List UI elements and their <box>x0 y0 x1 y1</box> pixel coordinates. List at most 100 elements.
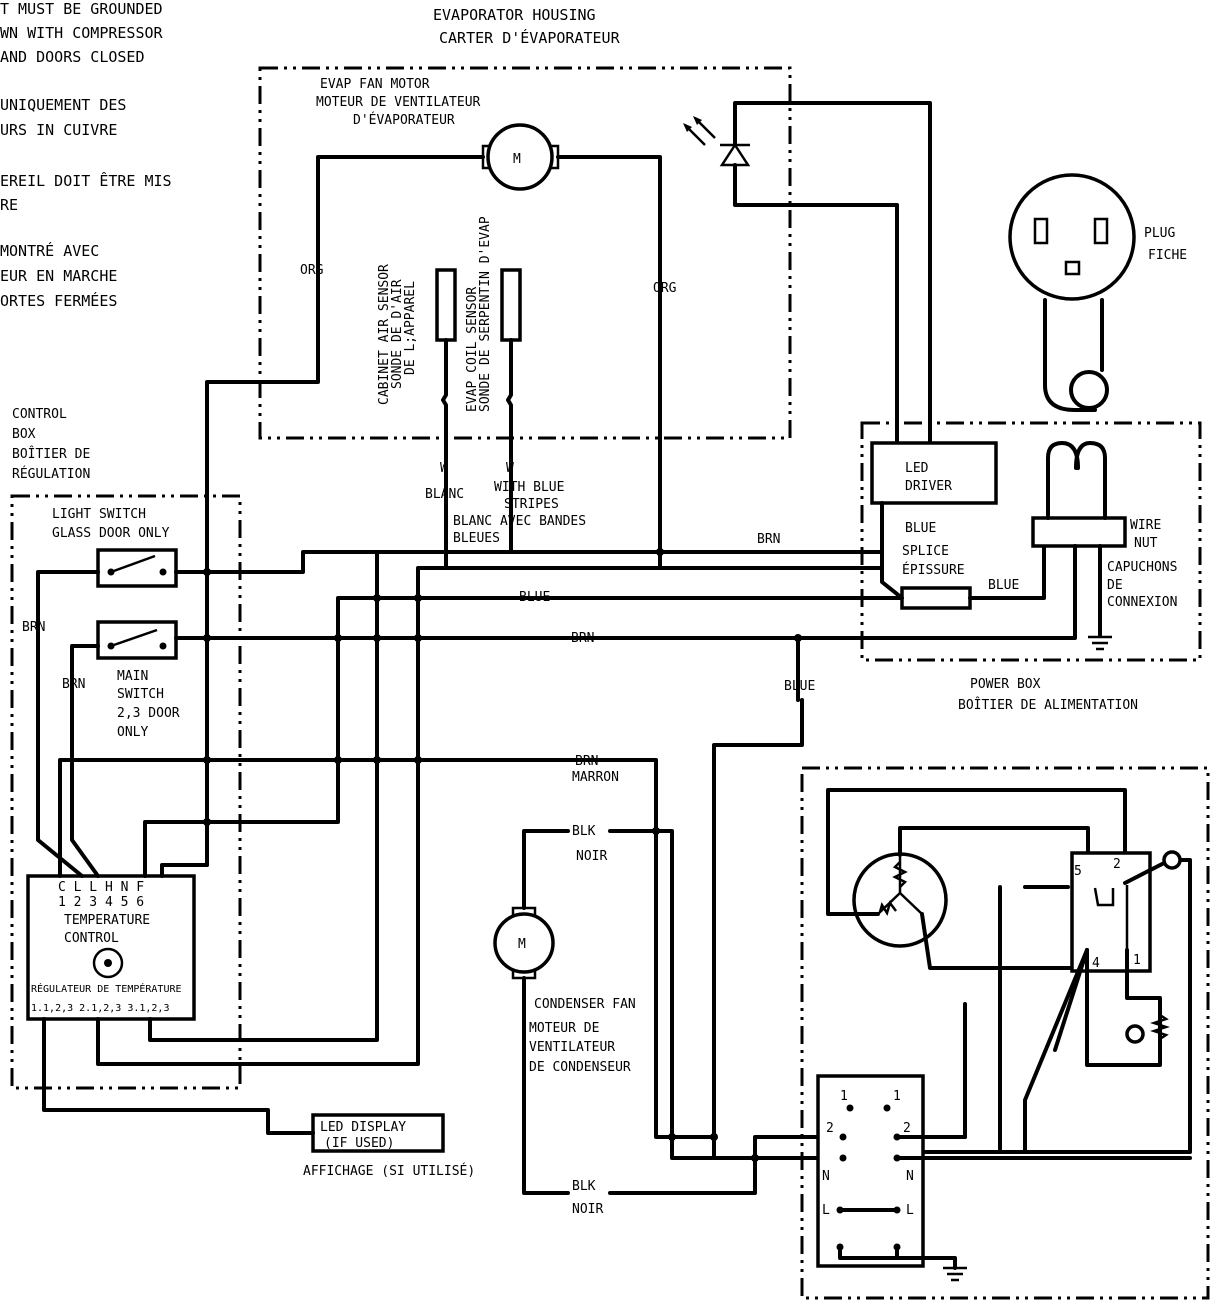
relay-terminal: 2 <box>1113 857 1121 872</box>
splice <box>900 586 972 610</box>
svg-text:M: M <box>513 152 521 167</box>
tb-label: 2 <box>826 1121 834 1136</box>
led-light-icon <box>683 116 751 167</box>
wire-label-noir: NOIR <box>576 849 607 864</box>
condenser-fan-label: CONDENSER FAN <box>534 997 636 1012</box>
wire-label-brn: BRN <box>575 754 598 769</box>
tb-ground-wire <box>895 1256 957 1270</box>
svg-text:M: M <box>518 937 526 952</box>
svg-text:SONDE DE D'AIR: SONDE DE D'AIR <box>390 279 405 389</box>
wire-label-stripes: STRIPES <box>504 497 559 512</box>
capacitor-icon <box>1125 1013 1170 1044</box>
light-switch-label: GLASS DOOR ONLY <box>52 526 170 541</box>
tc-label: CONTROL <box>64 931 119 946</box>
led-driver <box>870 441 998 505</box>
wire-junctions <box>203 548 802 1162</box>
ground-icon <box>943 1266 967 1282</box>
tb-label: 2 <box>903 1121 911 1136</box>
brn-light-wire <box>36 570 100 878</box>
compressor-wire <box>898 826 1090 864</box>
led-driver-label: DRIVER <box>905 479 952 494</box>
tc-terminal-numbers: 1 2 3 4 5 6 <box>58 895 144 910</box>
blk-wire-top-right <box>608 829 714 1160</box>
org-wire-left <box>205 155 485 867</box>
control-box <box>10 494 242 1090</box>
plug-icon <box>1008 173 1136 412</box>
main-switch-label: SWITCH <box>117 687 164 702</box>
note-line: ORTES FERMÉES <box>0 291 117 310</box>
main-switch-icon <box>96 620 178 660</box>
driver-blue-wire <box>880 501 904 600</box>
wire-nut-label-fr: CONNEXION <box>1107 595 1177 610</box>
notes: T MUST BE GROUNDED WN WITH COMPRESSOR AN… <box>0 0 172 310</box>
tb-label: N <box>822 1169 830 1184</box>
svg-text:CABINET AIR SENSOR: CABINET AIR SENSOR <box>377 264 392 405</box>
wire-label-w-blue: WITH BLUE <box>494 480 564 495</box>
compressor-wire <box>826 788 1127 916</box>
wire-label-blanc-bandes: BLANC AVEC BANDES <box>453 514 586 529</box>
led-display-label-fr: AFFICHAGE (SI UTILISÉ) <box>303 1163 475 1179</box>
brn-main-wire <box>70 644 100 878</box>
blk-wire-bottom-right <box>608 1135 842 1195</box>
svg-text:EVAP COIL SENSOR: EVAP COIL SENSOR <box>465 287 480 412</box>
temperature-control <box>26 874 196 1021</box>
wire-label-brn: BRN <box>22 620 45 635</box>
led-display <box>311 1113 445 1153</box>
org-wire-right <box>556 155 882 570</box>
compressor-box <box>800 766 1210 1300</box>
splice-label: SPLICE <box>902 544 949 559</box>
plug-label: PLUG <box>1144 226 1175 241</box>
led-wire-top <box>733 101 932 445</box>
wire-label-brn: BRN <box>757 532 780 547</box>
relay-terminal: 5 <box>1074 864 1082 879</box>
org-to-control <box>160 863 209 878</box>
wire-label-blk: BLK <box>572 824 596 839</box>
wire-label-blk: BLK <box>572 1179 596 1194</box>
note-line: URS IN CUIVRE <box>0 121 117 139</box>
brn-to-nut <box>796 544 1077 640</box>
display-wire <box>42 1017 315 1135</box>
wire-label-blue: BLUE <box>988 578 1019 593</box>
control-box-label-fr: RÉGULATION <box>12 466 90 482</box>
tc-terminal-letters: C L L H N F <box>58 880 144 895</box>
splice-label-fr: ÉPISSURE <box>902 562 965 578</box>
terminal-block <box>816 1074 925 1268</box>
light-switch-out <box>174 550 882 574</box>
evap-housing-label-fr: CARTER D'ÉVAPORATEUR <box>439 28 621 47</box>
control-wire-h <box>96 566 662 1066</box>
note-line: T MUST BE GROUNDED <box>0 0 163 18</box>
wire-nut <box>1031 516 1127 548</box>
note-line: UNIQUEMENT DES <box>0 96 126 114</box>
wire-nut-lead <box>1046 441 1080 520</box>
plug-label-fr: FICHE <box>1148 248 1187 263</box>
wire-label-brn: BRN <box>571 631 594 646</box>
svg-text:SONDE DE SERPENTIN D'EVAP: SONDE DE SERPENTIN D'EVAP <box>478 216 493 412</box>
blue-wire <box>143 596 902 878</box>
led-display-label: (IF USED) <box>324 1136 394 1151</box>
white-wire <box>441 338 448 462</box>
relay-terminal: 4 <box>1092 956 1100 971</box>
main-switch-label: ONLY <box>117 725 148 740</box>
wire-label-org: ORG <box>653 281 677 296</box>
wire-label-blue: BLUE <box>519 590 550 605</box>
relay-wire <box>1053 948 1089 1052</box>
evap-fan-label: EVAP FAN MOTOR <box>320 77 430 92</box>
tc-models: 1.1,2,3 2.1,2,3 3.1,2,3 <box>31 1003 169 1014</box>
tb-label: L <box>906 1203 914 1218</box>
led-display-label: LED DISPLAY <box>320 1120 406 1135</box>
tc-label-fr: RÉGULATEUR DE TEMPÉRATURE <box>31 982 182 995</box>
cabinet-air-sensor <box>435 268 457 342</box>
control-box-label: BOX <box>12 427 36 442</box>
condenser-fan-label-fr: DE CONDENSEUR <box>529 1060 631 1075</box>
tb-ground-link <box>838 1245 899 1260</box>
note-line: WN WITH COMPRESSOR <box>0 24 164 42</box>
wire-nut-label: NUT <box>1134 536 1158 551</box>
evap-coil-sensor <box>500 268 522 342</box>
evap-fan-label-fr: MOTEUR DE VENTILATEUR <box>316 95 481 110</box>
note-line: AND DOORS CLOSED <box>0 48 145 66</box>
temperature-knob-icon <box>92 947 124 979</box>
wire-label-noir: NOIR <box>572 1202 603 1217</box>
relay-wire <box>1023 948 1089 1154</box>
cabinet-sensor-label: CABINET AIR SENSOR SONDE DE D'AIR DE L;A… <box>377 264 418 405</box>
light-switch-icon <box>96 548 178 588</box>
